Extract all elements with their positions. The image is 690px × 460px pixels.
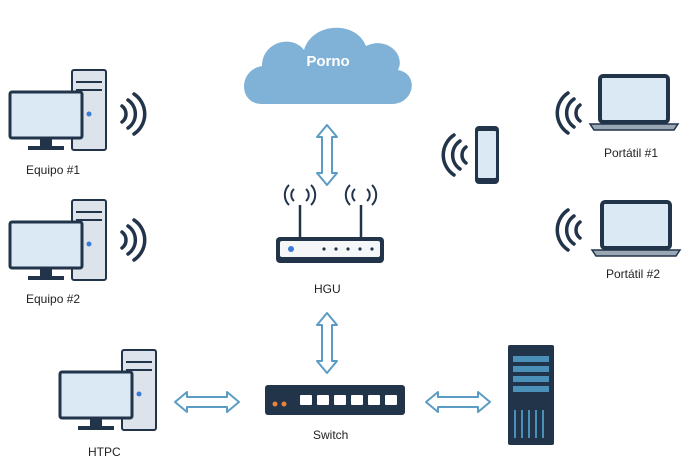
router-icon <box>276 184 384 263</box>
device-label-htpc: HTPC <box>88 445 121 459</box>
server-icon <box>508 345 554 445</box>
switch-label: Switch <box>313 428 349 442</box>
smartphone-icon <box>475 126 499 184</box>
device-label-portatil-1: Portátil #1 <box>604 146 659 160</box>
desktop-icon <box>8 68 108 152</box>
switch-icon <box>265 385 405 415</box>
wifi-signal-icon <box>555 91 582 135</box>
double-arrow-icon <box>425 391 491 413</box>
double-arrow-icon <box>316 124 338 186</box>
wifi-signal-icon <box>555 208 582 252</box>
laptop-icon <box>590 200 682 258</box>
laptop-icon <box>588 74 680 132</box>
wifi-signal-icon <box>441 133 468 177</box>
double-arrow-icon <box>316 312 338 374</box>
router-label: HGU <box>314 282 341 296</box>
cloud-label: Porno <box>306 53 349 70</box>
device-label-portatil-2: Portátil #2 <box>606 267 661 281</box>
cloud-icon <box>244 27 412 104</box>
desktop-icon <box>58 348 158 432</box>
desktop-icon <box>8 198 108 282</box>
double-arrow-icon <box>174 391 240 413</box>
device-label-equipo-1: Equipo #1 <box>26 163 81 177</box>
wifi-signal-icon <box>120 92 147 136</box>
wifi-signal-icon <box>120 218 147 262</box>
device-label-equipo-2: Equipo #2 <box>26 292 81 306</box>
